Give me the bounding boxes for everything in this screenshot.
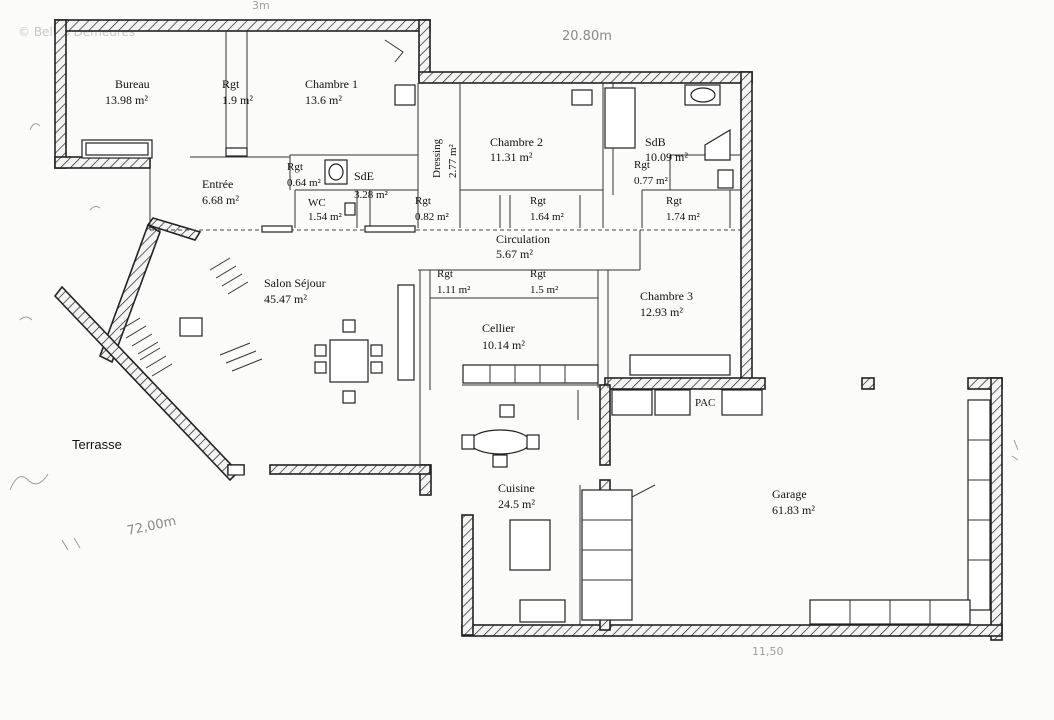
entree-area: 6.68 m² (202, 193, 239, 207)
rgt-entree-area: 0.64 m² (287, 177, 322, 189)
rgt-077-label: Rgt (634, 159, 650, 171)
chambre3-area: 12.93 m² (640, 305, 683, 319)
rgt-082-label: Rgt (415, 195, 431, 207)
salon-label: Salon Séjour (264, 276, 326, 290)
cuisine-area: 24.5 m² (498, 497, 535, 511)
dressing-label: Dressing (431, 138, 443, 178)
interior-walls (149, 31, 741, 625)
chambre2-area: 11.31 m² (490, 150, 533, 164)
garage-label: Garage (772, 487, 807, 501)
pac-label: PAC (695, 397, 715, 409)
room-labels: Bureau 13.98 m² Rgt 1.9 m² Chambre 1 13.… (72, 77, 815, 517)
rgt-077-area: 0.77 m² (634, 175, 669, 187)
rgt1-area: 1.9 m² (222, 93, 253, 107)
wc-area: 1.54 m² (308, 211, 343, 223)
rgt1-label: Rgt (222, 77, 240, 91)
rgt-082-area: 0.82 m² (415, 211, 450, 223)
rgt-164-area: 1.64 m² (530, 211, 565, 223)
cellier-area: 10.14 m² (482, 338, 525, 352)
salon-area: 45.47 m² (264, 292, 307, 306)
bureau-area: 13.98 m² (105, 93, 148, 107)
circulation-label: Circulation (496, 232, 550, 246)
dressing-area: 2.77 m² (447, 143, 459, 178)
sde-area: 3.28 m² (354, 189, 389, 201)
rgt-15-area: 1.5 m² (530, 284, 559, 296)
chambre2-label: Chambre 2 (490, 135, 543, 149)
cellier-label: Cellier (482, 321, 515, 335)
bottom-dimension: 11,50 (752, 645, 784, 658)
rgt-15-label: Rgt (530, 268, 546, 280)
top-dimension: 20.80m (562, 29, 612, 44)
wc-label: WC (308, 197, 326, 209)
rgt-111-area: 1.11 m² (437, 284, 471, 296)
rgt-174-label: Rgt (666, 195, 682, 207)
sdb-area: 10.09 m² (645, 150, 688, 164)
rgt-174-area: 1.74 m² (666, 211, 701, 223)
chambre1-area: 13.6 m² (305, 93, 342, 107)
cuisine-label: Cuisine (498, 481, 535, 495)
circulation-area: 5.67 m² (496, 247, 533, 261)
top-left-dimension: 3m (252, 0, 270, 12)
rgt-entree-label: Rgt (287, 161, 303, 173)
chambre3-label: Chambre 3 (640, 289, 693, 303)
rgt-164-label: Rgt (530, 195, 546, 207)
rgt-111-label: Rgt (437, 268, 453, 280)
furniture (81, 39, 991, 625)
garage-area: 61.83 m² (772, 503, 815, 517)
terrace-area-note: 72,00m (126, 514, 178, 539)
terrasse-label: Terrasse (72, 437, 122, 452)
chambre1-label: Chambre 1 (305, 77, 358, 91)
sdb-label: SdB (645, 135, 666, 149)
entree-label: Entrée (202, 177, 233, 191)
sde-label: SdE (354, 169, 374, 183)
bureau-label: Bureau (115, 77, 150, 91)
